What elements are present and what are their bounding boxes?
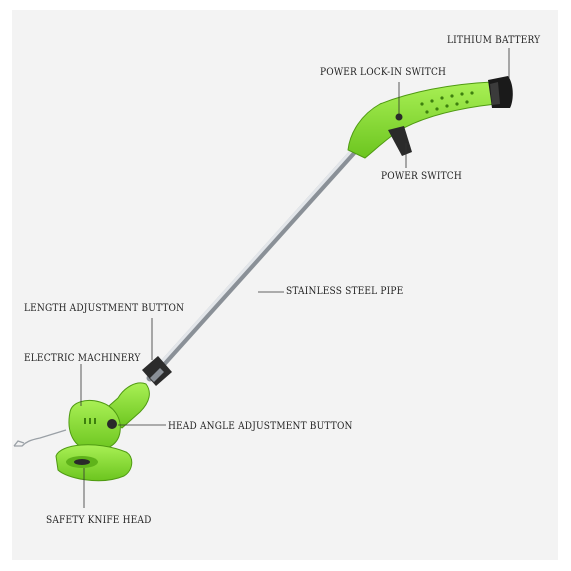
leader-lines [80, 48, 510, 508]
safety-guard [55, 444, 133, 482]
guide-wire [13, 429, 67, 447]
label-safety-knife-head: SAFETY KNIFE HEAD [46, 514, 152, 526]
lithium-battery [488, 76, 513, 108]
label-power-lock-in-switch: POWER LOCK-IN SWITCH [320, 66, 447, 78]
label-length-adjustment-button: LENGTH ADJUSTMENT BUTTON [24, 302, 185, 314]
label-power-switch: POWER SWITCH [381, 170, 462, 182]
power-switch-trigger [388, 126, 412, 156]
label-head-angle-adjustment-button: HEAD ANGLE ADJUSTMENT BUTTON [168, 420, 353, 432]
lock-in-switch-button [395, 113, 403, 121]
length-collar [142, 356, 172, 386]
head-angle-button [107, 419, 117, 429]
steel-pipe [146, 146, 359, 382]
handle [347, 81, 497, 159]
label-lithium-battery: LITHIUM BATTERY [447, 34, 541, 46]
label-stainless-steel-pipe: STAINLESS STEEL PIPE [286, 285, 404, 297]
label-electric-machinery: ELECTRIC MACHINERY [24, 352, 141, 364]
